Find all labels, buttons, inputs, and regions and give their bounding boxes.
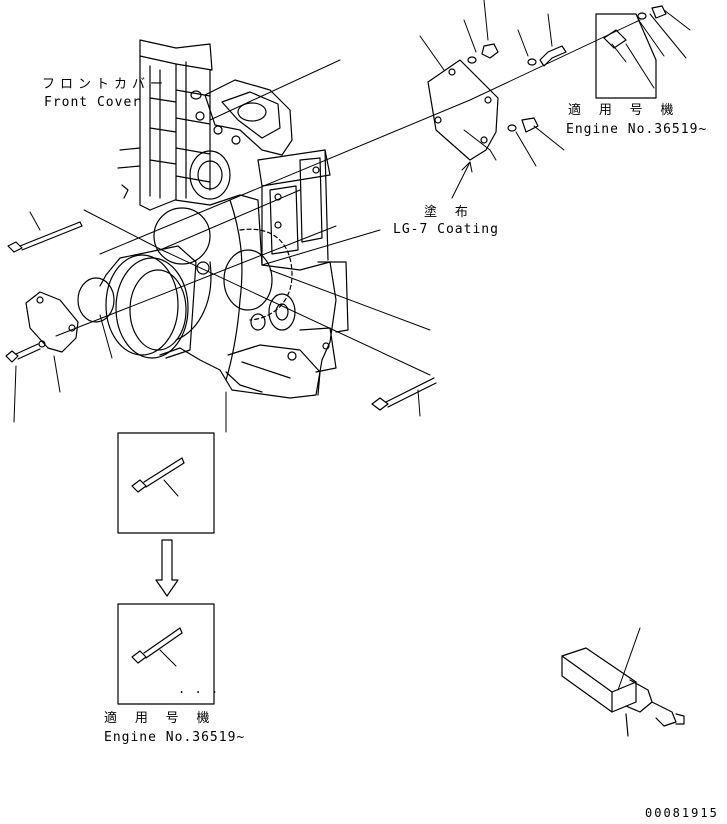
inset-box-upper bbox=[117, 432, 215, 534]
right-long-bolt bbox=[371, 377, 437, 411]
top-right-inset bbox=[595, 13, 657, 99]
engine-number-label-top: Engine No.36519~ bbox=[566, 122, 708, 137]
left-lower-bolt bbox=[5, 343, 41, 363]
leader-lines bbox=[13, 0, 691, 691]
inset-small-dots: . . . bbox=[178, 682, 220, 696]
drawing-number: 00081915 bbox=[645, 806, 719, 820]
down-arrow bbox=[155, 539, 179, 597]
left-cover-plate bbox=[25, 291, 79, 353]
oil-seal bbox=[77, 245, 197, 359]
engine-number-label-bottom: Engine No.36519~ bbox=[104, 730, 246, 745]
tool-illustration bbox=[561, 647, 685, 737]
front-cover-label-en: Front Cover bbox=[44, 95, 142, 110]
applicable-label-jp-top: 適 用 号 機 bbox=[568, 103, 679, 118]
inset-box-lower bbox=[117, 603, 215, 705]
coating-label-jp: 塗 布 bbox=[424, 205, 473, 220]
top-right-cover-plate bbox=[427, 59, 499, 161]
left-upper-bolt bbox=[7, 221, 83, 253]
top-hardware bbox=[467, 5, 667, 133]
applicable-label-jp-bottom: 適 用 号 機 bbox=[104, 711, 215, 726]
front-cover-label-jp: フロントカバー bbox=[42, 77, 169, 92]
coating-label-en: LG-7 Coating bbox=[393, 222, 499, 237]
front-cover-casting bbox=[117, 39, 349, 399]
